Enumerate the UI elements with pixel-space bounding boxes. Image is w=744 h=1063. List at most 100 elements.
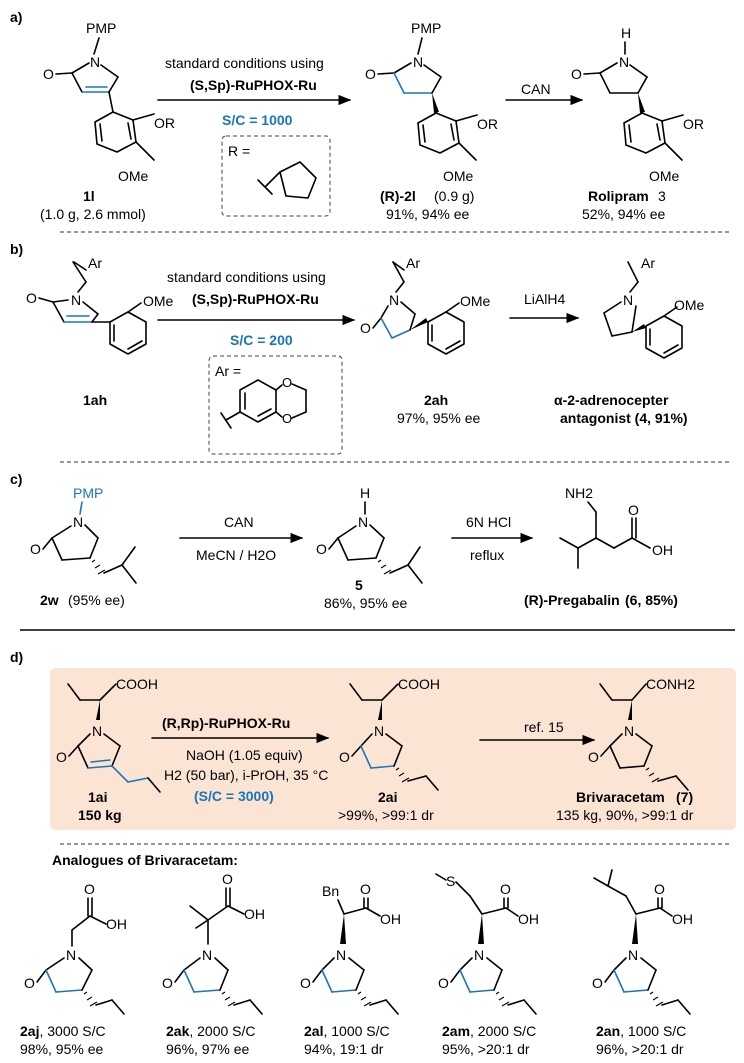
compound-1ah-name: 1ah: [83, 392, 107, 408]
ar-group-box: [208, 355, 343, 455]
compound-1l-structure: PMP N O OR OMe: [43, 20, 175, 184]
ome-label: OMe: [143, 293, 174, 309]
pregabalin-name: (R)-Pregabalin: [524, 592, 620, 608]
nh2-label: NH2: [565, 485, 593, 501]
section-c-label: c): [10, 471, 22, 487]
o-label: O: [282, 411, 292, 426]
lialh4-label: LiAlH4: [524, 291, 565, 307]
r-group-box: [221, 135, 331, 217]
compound-2w-ee: (95% ee): [68, 592, 125, 608]
brivaracetam-yield: 135 kg, 90%, >99:1 dr: [556, 807, 694, 823]
oh-label: OH: [106, 916, 127, 932]
n-label: N: [413, 54, 423, 70]
section-a-label: a): [10, 9, 22, 25]
n-label: N: [619, 54, 629, 70]
pregabalin-detail: (6, 85%): [625, 592, 678, 608]
n-label: N: [73, 514, 83, 530]
ar-label: Ar: [641, 255, 655, 271]
compound-2l-yield: 91%, 94% ee: [386, 206, 469, 222]
pmp-label: PMP: [73, 485, 103, 501]
compound-2w-name: 2w: [40, 592, 59, 608]
c2-line1: 6N HCl: [466, 514, 511, 530]
o-label: O: [571, 66, 582, 82]
o-label: O: [628, 502, 639, 518]
compound-2ai-structure: COOH N O: [339, 676, 440, 791]
cyclopentyl-structure: [257, 161, 317, 199]
compound-5-structure: H N O: [316, 485, 423, 584]
section-b-label: b): [10, 241, 23, 257]
brivaracetam-structure: CONH2 N O: [588, 676, 695, 791]
analogue-2aj-yield: 98%, 95% ee: [20, 1041, 103, 1057]
analogue-2aj-label: 2aj, 3000 S/C: [20, 1023, 106, 1039]
analogue-2ak-label: 2ak, 2000 S/C: [166, 1023, 256, 1039]
sc-ratio-label: S/C = 200: [230, 332, 293, 348]
h2-label: H2 (50 bar), i-PrOH, 35 °C: [164, 767, 328, 783]
compound-2ah-name: 2ah: [424, 392, 448, 408]
n-label: N: [358, 514, 368, 530]
compound-2ai-yield: >99%, >99:1 dr: [338, 807, 434, 823]
n-label: N: [71, 292, 81, 308]
o-label: O: [588, 749, 599, 765]
pmp-label: PMP: [411, 20, 441, 36]
sc-ratio-label: (S/C = 3000): [194, 788, 274, 804]
n-label: N: [474, 947, 484, 963]
ome-label: OMe: [649, 168, 680, 184]
brivaracetam-num: (7): [676, 789, 693, 805]
o-label: O: [56, 749, 67, 765]
o-label: O: [654, 881, 665, 897]
ome-label: OMe: [118, 168, 149, 184]
o-label: O: [282, 375, 292, 390]
compound-2ai-name: 2ai: [378, 789, 397, 805]
conditions-line1: standard conditions using: [165, 55, 324, 71]
analogue-sc: , 1000 S/C: [620, 1023, 686, 1039]
analogue-sc: , 1000 S/C: [323, 1023, 389, 1039]
o-label: O: [339, 749, 350, 765]
compound-4-line2: antagonist (4, 91%): [560, 410, 688, 426]
sc-ratio-label: S/C = 1000: [222, 112, 293, 128]
n-label: N: [202, 947, 212, 963]
o-label: O: [316, 541, 327, 557]
compound-2ah-yield: 97%, 95% ee: [397, 410, 480, 426]
analogue-name: 2an: [596, 1023, 620, 1039]
o-label: O: [500, 881, 511, 897]
n-label: N: [90, 54, 100, 70]
analogue-2am-yield: 95%, >20:1 dr: [442, 1041, 530, 1057]
c1-line2: MeCN / H2O: [196, 547, 276, 563]
o-label: O: [360, 881, 371, 897]
ome-label: OMe: [674, 297, 705, 313]
n-label: N: [623, 292, 633, 308]
s-label: S: [446, 873, 455, 889]
ome-label: OMe: [443, 168, 474, 184]
analogue-2ak-structure: O OH N O: [162, 871, 265, 1015]
compound-1l-name: 1l: [83, 188, 95, 204]
analogue-2ak-yield: 96%, 97% ee: [166, 1041, 249, 1057]
oh-label: OH: [380, 911, 401, 927]
o-label: O: [365, 66, 376, 82]
conh2-label: CONH2: [646, 676, 695, 692]
compound-2ah-structure: Ar N O OMe: [360, 255, 491, 355]
compound-1l-amount: (1.0 g, 2.6 mmol): [40, 206, 146, 222]
o-label: O: [43, 66, 54, 82]
r-group-label: R =: [228, 143, 250, 159]
n-label: N: [624, 723, 634, 739]
o-label: O: [300, 975, 311, 991]
analogue-sc: , 2000 S/C: [189, 1023, 255, 1039]
analogue-name: 2am: [442, 1023, 470, 1039]
compound-2w-structure: PMP N O: [30, 485, 137, 584]
brivaracetam-highlight: [50, 668, 736, 830]
analogue-2al-label: 2al, 1000 S/C: [304, 1023, 390, 1039]
analogue-sc: , 2000 S/C: [470, 1023, 536, 1039]
analogue-2al-structure: Bn O OH N O: [300, 881, 401, 1015]
ome-label: OMe: [460, 293, 491, 309]
compound-2l-structure: PMP N O OR OMe: [365, 20, 498, 184]
rolipram-name: Rolipram: [588, 188, 649, 204]
o-label: O: [24, 975, 35, 991]
base-label: NaOH (1.05 equiv): [186, 747, 303, 763]
analogue-name: 2ak: [166, 1023, 190, 1039]
pmp-label: PMP: [86, 20, 116, 36]
rolipram-yield: 52%, 94% ee: [582, 206, 665, 222]
catalyst-label: (S,Sp)-RuPHOX-Ru: [192, 291, 319, 307]
o-label: O: [26, 290, 37, 306]
analogue-2am-structure: S O OH N O: [435, 873, 539, 1015]
n-label: N: [628, 947, 638, 963]
